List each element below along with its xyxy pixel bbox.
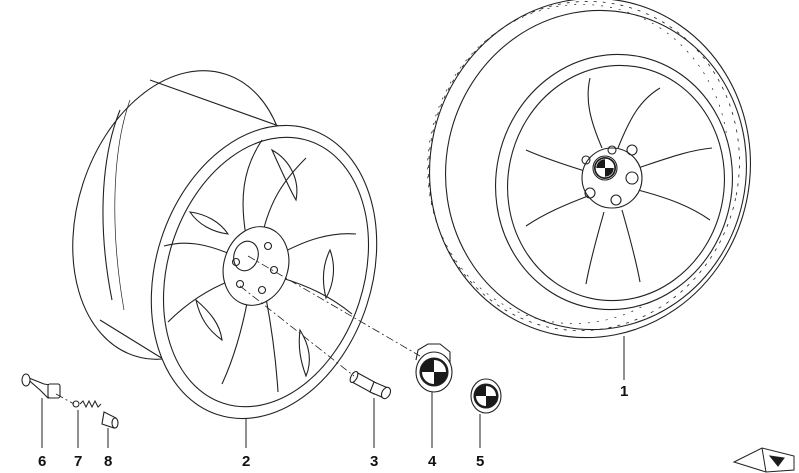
callout-3: 3	[370, 453, 379, 470]
wheel-center-emblem	[594, 157, 616, 179]
valve-insert	[72, 399, 102, 409]
callout-2: 2	[242, 453, 251, 470]
folded-sheet-icon	[732, 447, 795, 473]
callout-5: 5	[476, 453, 485, 470]
callout-7: 7	[74, 453, 83, 470]
assembly-lines	[55, 255, 421, 405]
callout-4: 4	[428, 453, 437, 470]
emblem-badge	[470, 378, 502, 414]
callout-6: 6	[38, 453, 47, 470]
valve-cap	[101, 411, 119, 429]
callout-1: 1	[620, 383, 629, 400]
wheel-bolt	[349, 370, 392, 400]
hub-cap	[415, 343, 453, 393]
alloy-rim	[72, 70, 378, 420]
tire-valve	[21, 373, 61, 399]
complete-wheel-with-tire	[427, 0, 751, 339]
callout-8: 8	[104, 453, 113, 470]
leader-lines	[41, 336, 625, 448]
